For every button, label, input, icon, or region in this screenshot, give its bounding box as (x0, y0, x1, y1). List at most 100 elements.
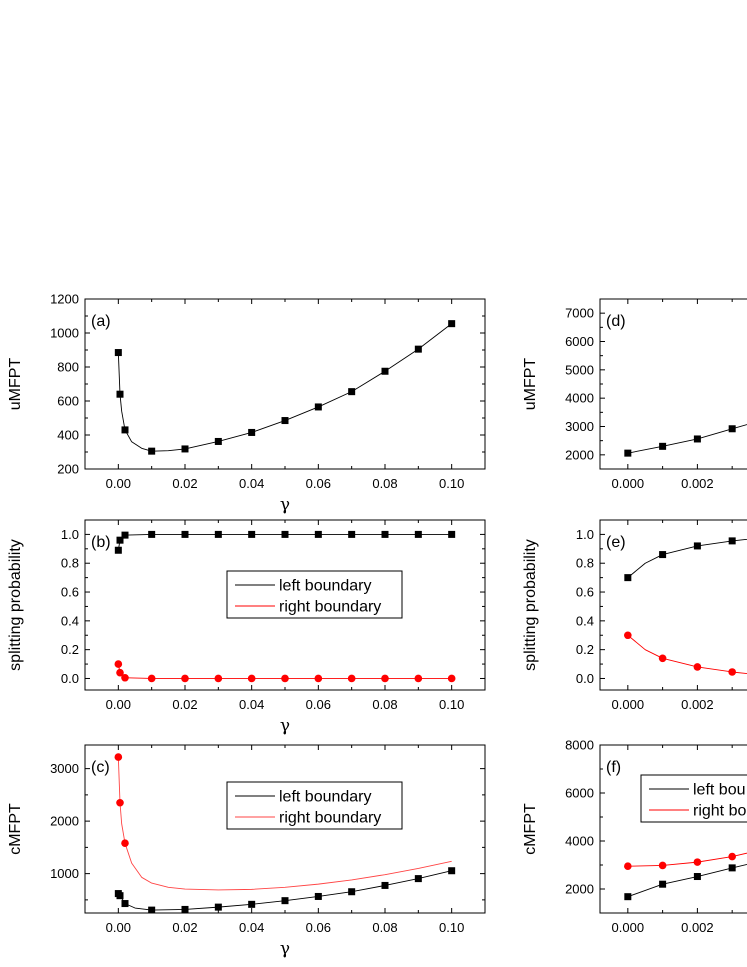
panel-e-tag: (e) (606, 534, 626, 551)
panel-b-series-0-point (214, 530, 222, 538)
panel-c-xtick-label: 0.04 (239, 920, 264, 935)
panel-d-series-0-point (728, 425, 736, 433)
panel-c-series-1-point (114, 753, 123, 761)
panel-a-series-0-point (414, 345, 422, 353)
panel-e-series-0-point (693, 542, 701, 550)
panel-c-xtick-label: 0.00 (106, 920, 131, 935)
panel-f-series-0-point (624, 893, 632, 901)
panel-c-series-0-point (381, 881, 389, 889)
panel-a-xlabel: γ (280, 495, 290, 515)
panel-b-series-1-point (447, 674, 456, 683)
panel-c-xtick-label: 0.06 (306, 920, 331, 935)
panel-f-plot-area (624, 852, 747, 901)
panel-d-series-0-point (624, 449, 632, 457)
panel-a-ytick-label: 600 (57, 394, 79, 409)
panel-d-ytick-label: 5000 (565, 362, 594, 377)
panel-e-frame (599, 519, 747, 691)
panel-d-ytick-label: 7000 (565, 306, 594, 321)
panel-b-xtick-label: 0.04 (239, 697, 264, 712)
panel-b-series-1-point (314, 674, 323, 683)
panel-e-series-1-point (693, 663, 702, 671)
panel-b-xlabel: γ (280, 716, 290, 736)
panel-e-series-1-point (624, 631, 632, 640)
panel-a-xtick-label: 0.08 (372, 476, 397, 491)
panel-a-ytick-label: 400 (57, 428, 79, 443)
panel-f-legend-box (640, 774, 747, 823)
panel-c-ylabel: cMFPT (7, 803, 24, 855)
panel-e-series-0-fit-line (627, 538, 747, 578)
panel-a-series-0-point (121, 426, 129, 434)
panel-e-ytick-label: 0.4 (576, 613, 594, 628)
panel-c-ytick-label: 1000 (50, 866, 79, 881)
panel-c-series-0-point (348, 888, 356, 896)
panel-a-ylabel: uMFPT (7, 358, 24, 411)
panel-a-series-0-point (281, 417, 289, 425)
panel-e-series-1-point (728, 668, 736, 676)
panel-b-ytick-label: 1.0 (61, 527, 79, 542)
panel-d-ytick-label: 3000 (565, 419, 594, 434)
panel-f-ytick-label: 2000 (565, 882, 594, 897)
panel-c-series-0-point (214, 903, 222, 911)
panel-b-legend-label-1: right boundary (279, 599, 381, 616)
panel-b-series-0-point (116, 536, 124, 544)
panel-f-legend-label-0: left bou (693, 782, 745, 799)
panel-c-series-0-point (414, 875, 422, 883)
panel-d-ytick-label: 2000 (565, 447, 594, 462)
panel-c-legend-label-1: right boundary (279, 810, 381, 827)
panel-b-legend-box (226, 570, 403, 619)
panel-b-xtick-label: 0.06 (306, 697, 331, 712)
panel-d-xtick-label: 0.000 (612, 476, 645, 491)
panel-c-series-0-point (116, 892, 124, 900)
panel-b-series-0-point (414, 530, 422, 538)
panel-b-series-1-point (116, 668, 124, 677)
panel-a-ytick-label: 1200 (50, 292, 79, 307)
panel-b-series-0-point (121, 531, 129, 539)
panel-d-ytick-label: 4000 (565, 391, 594, 406)
panel-b-series-1-point (247, 674, 256, 683)
panel-b-series-1-point (121, 673, 129, 682)
panel-c-series-0-point (248, 900, 256, 908)
panel-e-ylabel: splitting probability (522, 539, 539, 671)
panel-a-ytick-label: 1000 (50, 326, 79, 341)
panel-e-series-0-point (624, 574, 632, 582)
panel-c-series-0-point (148, 906, 156, 913)
panel-b-plot-area (114, 530, 456, 683)
panel-a-series-0-point (181, 445, 189, 453)
panel-b-series-1-point (214, 674, 223, 683)
panel-f-ylabel: cMFPT (522, 803, 539, 855)
panel-c-series-0-point (314, 892, 322, 900)
panel-a-series-0-point (114, 349, 122, 357)
panel-a-series-0-point (214, 437, 222, 445)
panel-d-series-0-point (659, 442, 667, 450)
panel-b-xtick-label: 0.02 (172, 697, 197, 712)
panel-b-xtick-label: 0.00 (106, 697, 131, 712)
panel-d-plot-area (624, 424, 747, 457)
panel-b-series-1-point (381, 674, 389, 683)
panel-f-series-0-point (659, 880, 667, 888)
panel-a-series-0-point (116, 390, 124, 398)
panel-c-ytick-label: 3000 (50, 761, 79, 776)
panel-e-ytick-label: 0.8 (576, 556, 594, 571)
panel-f-ytick-label: 4000 (565, 834, 594, 849)
panel-c-tag: (c) (91, 759, 110, 776)
panel-d-series-0-point (693, 435, 701, 443)
panel-b-series-1-point (414, 674, 423, 683)
panel-e-ytick-label: 0.6 (576, 585, 594, 600)
panel-c-series-0-point (181, 905, 189, 913)
panel-b-series-0-point (181, 530, 189, 538)
panel-f-series-0-point (728, 864, 736, 872)
panel-e-xtick-label: 0.000 (612, 697, 645, 712)
panel-b-ytick-label: 0.4 (61, 613, 79, 628)
panel-a-ytick-label: 200 (57, 462, 79, 477)
panel-f-series-1-point (658, 861, 667, 870)
panel-b-xtick-label: 0.10 (439, 697, 464, 712)
panel-e-ytick-label: 0.2 (576, 642, 594, 657)
panel-f-ytick-label: 8000 (565, 738, 594, 753)
panel-a-series-0-point (148, 447, 156, 455)
